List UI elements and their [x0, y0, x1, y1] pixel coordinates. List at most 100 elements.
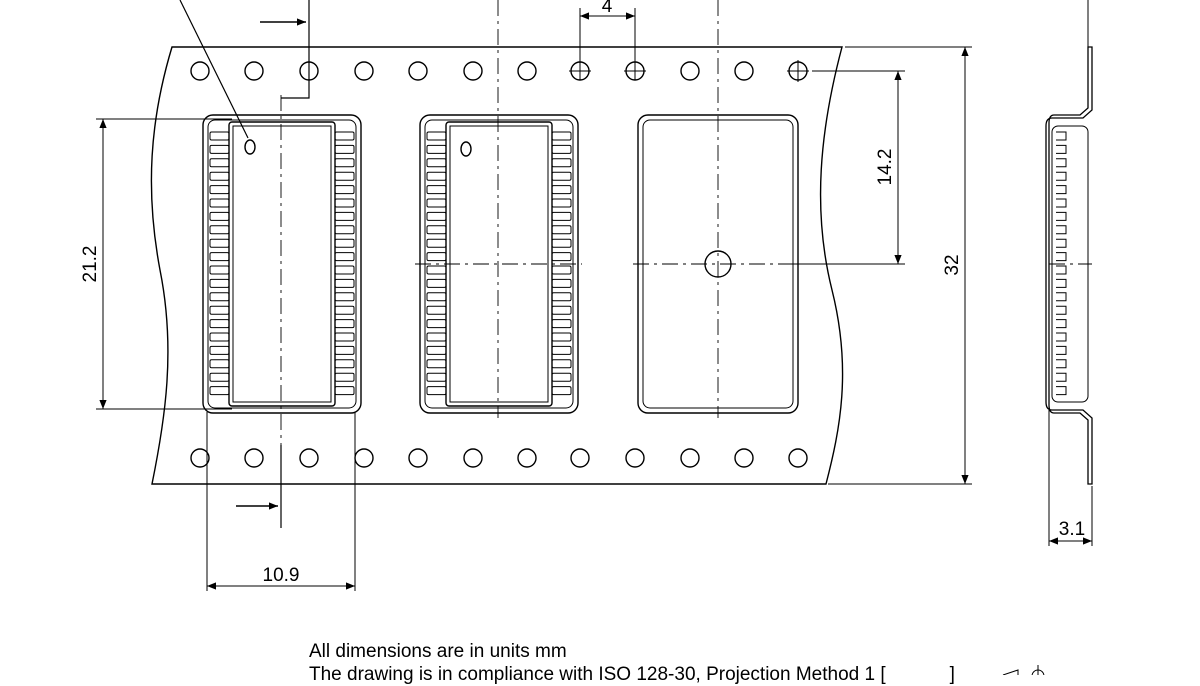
sprocket-hole — [463, 448, 483, 468]
lead — [334, 211, 355, 221]
sprocket-hole — [517, 448, 537, 468]
lead — [426, 386, 447, 396]
side-view — [1045, 0, 1093, 485]
lead — [426, 292, 447, 302]
lead — [426, 252, 447, 262]
lead — [334, 158, 355, 168]
lead — [551, 252, 572, 262]
sprocket-hole — [680, 448, 700, 468]
lead — [551, 278, 572, 288]
side-lead — [1056, 144, 1067, 154]
lead — [551, 211, 572, 221]
side-lead — [1056, 252, 1067, 262]
lead — [209, 265, 230, 275]
sprocket-hole — [354, 448, 374, 468]
side-lead — [1056, 171, 1067, 181]
lead — [209, 252, 230, 262]
sprocket-hole — [190, 61, 210, 81]
lead — [426, 225, 447, 235]
side-lead — [1056, 305, 1067, 315]
lead — [209, 305, 230, 315]
lead — [551, 185, 572, 195]
sprocket-hole — [299, 448, 319, 468]
lead — [426, 198, 447, 208]
lead — [426, 319, 447, 329]
dimension-tape-width-label: 32 — [942, 254, 963, 275]
lead — [209, 386, 230, 396]
dimension-cavity-length — [96, 118, 232, 410]
lead — [551, 171, 572, 181]
sprocket-hole — [734, 448, 754, 468]
lead — [209, 225, 230, 235]
lead — [551, 345, 572, 355]
lead — [334, 198, 355, 208]
lead — [209, 359, 230, 369]
sprocket-hole — [244, 448, 264, 468]
lead — [209, 238, 230, 248]
side-view-leads — [1056, 131, 1067, 396]
lead — [334, 332, 355, 342]
sprocket-hole — [354, 61, 374, 81]
lead — [334, 252, 355, 262]
side-lead — [1056, 345, 1067, 355]
side-lead — [1056, 158, 1067, 168]
sprocket-hole — [463, 61, 483, 81]
lead — [209, 158, 230, 168]
side-lead — [1056, 319, 1067, 329]
sprocket-hole — [680, 61, 700, 81]
lead — [551, 359, 572, 369]
section-marker — [179, 0, 310, 528]
lead — [334, 345, 355, 355]
lead — [209, 345, 230, 355]
side-lead — [1056, 185, 1067, 195]
lead — [209, 185, 230, 195]
lead — [334, 278, 355, 288]
pin1-marker-2 — [460, 141, 472, 157]
side-lead — [1056, 332, 1067, 342]
lead — [334, 305, 355, 315]
lead — [334, 238, 355, 248]
side-lead — [1056, 198, 1067, 208]
lead — [209, 131, 230, 141]
lead — [334, 359, 355, 369]
lead — [426, 158, 447, 168]
dimension-cavity-offset — [780, 70, 905, 265]
pin1-marker-1 — [244, 139, 256, 155]
side-lead — [1056, 359, 1067, 369]
dimension-tape-thickness — [1048, 410, 1093, 546]
side-lead — [1056, 238, 1067, 248]
sprocket-hole — [517, 61, 537, 81]
lead — [426, 359, 447, 369]
lead — [551, 131, 572, 141]
dimension-cavity-length-label: 21.2 — [80, 246, 101, 283]
lead — [426, 305, 447, 315]
sprocket-hole — [570, 448, 590, 468]
lead — [426, 265, 447, 275]
lead — [551, 292, 572, 302]
lead — [426, 144, 447, 154]
lead — [209, 278, 230, 288]
lead — [426, 332, 447, 342]
sprocket-hole — [244, 61, 264, 81]
lead — [426, 131, 447, 141]
dimension-cavity-offset-label: 14.2 — [875, 149, 896, 186]
lead — [334, 171, 355, 181]
component-leads-2 — [426, 131, 572, 396]
center-lines — [280, 0, 1092, 445]
lead — [426, 345, 447, 355]
lead — [551, 198, 572, 208]
side-lead — [1056, 265, 1067, 275]
side-lead — [1056, 211, 1067, 221]
lead — [334, 185, 355, 195]
lead — [209, 211, 230, 221]
lead — [209, 171, 230, 181]
lead — [334, 292, 355, 302]
side-lead — [1056, 292, 1067, 302]
lead — [551, 225, 572, 235]
lead — [551, 305, 572, 315]
lead — [334, 372, 355, 382]
lead — [551, 265, 572, 275]
pocket-1 — [202, 114, 362, 414]
component-leads-1 — [209, 131, 355, 396]
